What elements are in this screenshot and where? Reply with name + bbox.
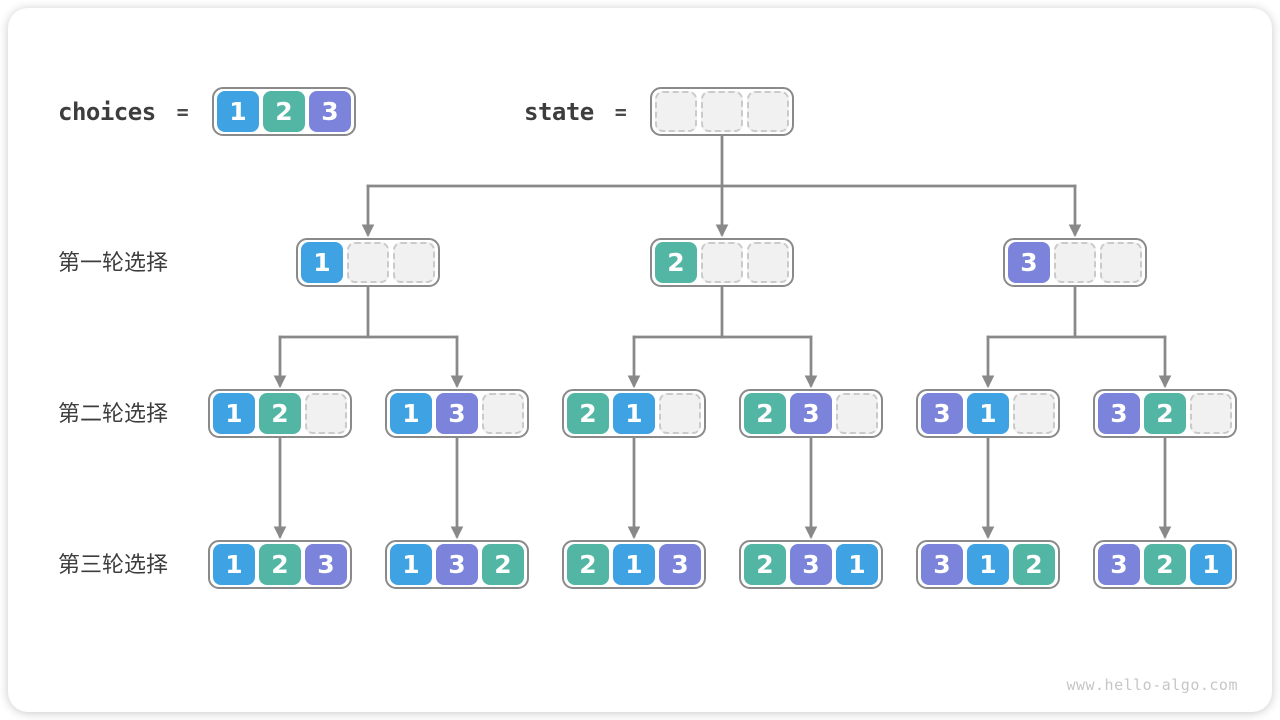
array-cell: 1 [967,393,1009,434]
array-cell [482,393,524,434]
round3-row-label: 第三轮选择 [58,552,169,577]
array-cell: 3 [1008,242,1050,283]
node-r2-4: 2 3 [739,389,883,438]
choices-array: 1 2 3 [212,87,356,136]
array-cell: 3 [436,544,478,585]
array-cell [1190,393,1232,434]
array-cell: 1 [836,544,878,585]
array-cell [393,242,435,283]
equals-sign: = [614,99,627,124]
array-cell: 3 [659,544,701,585]
array-cell: 1 [613,544,655,585]
array-cell: 1 [213,544,255,585]
array-cell: 3 [921,393,963,434]
array-cell [659,393,701,434]
node-r2-6: 3 2 [1093,389,1237,438]
array-cell: 3 [305,544,347,585]
array-cell: 1 [217,91,259,132]
array-cell: 3 [309,91,351,132]
array-cell: 2 [1144,544,1186,585]
node-r2-2: 1 3 [385,389,529,438]
array-cell: 2 [744,544,786,585]
array-cell [305,393,347,434]
node-r3-2: 1 3 2 [385,540,529,589]
array-cell [836,393,878,434]
array-cell [701,242,743,283]
state-legend: state = [524,87,627,136]
array-cell [747,242,789,283]
array-cell: 2 [744,393,786,434]
array-cell: 3 [790,544,832,585]
node-r3-5: 3 1 2 [916,540,1060,589]
array-cell: 2 [567,544,609,585]
array-cell: 2 [259,393,301,434]
state-array [650,87,794,136]
array-cell [1013,393,1055,434]
node-r3-3: 2 1 3 [562,540,706,589]
node-r1-3: 3 [1003,238,1147,287]
array-cell [747,91,789,132]
array-cell: 1 [390,544,432,585]
array-cell: 2 [655,242,697,283]
node-r1-2: 2 [650,238,794,287]
array-cell: 1 [213,393,255,434]
array-cell: 3 [436,393,478,434]
array-cell: 1 [967,544,1009,585]
array-cell: 2 [482,544,524,585]
choices-legend: choices = [58,87,189,136]
array-cell: 2 [263,91,305,132]
array-cell: 3 [921,544,963,585]
array-cell: 2 [1013,544,1055,585]
array-cell: 1 [613,393,655,434]
node-r2-3: 2 1 [562,389,706,438]
array-cell: 2 [567,393,609,434]
array-cell [1100,242,1142,283]
node-r2-5: 3 1 [916,389,1060,438]
equals-sign: = [176,99,189,124]
array-cell: 1 [390,393,432,434]
array-cell: 1 [301,242,343,283]
website-watermark: www.hello-algo.com [1066,676,1238,694]
node-r1-1: 1 [296,238,440,287]
node-r2-1: 1 2 [208,389,352,438]
array-cell [655,91,697,132]
node-r3-4: 2 3 1 [739,540,883,589]
array-cell [1054,242,1096,283]
choices-label: choices [58,97,156,126]
array-cell: 3 [1098,393,1140,434]
round1-row-label: 第一轮选择 [58,250,169,275]
round2-row-label: 第二轮选择 [58,401,169,426]
state-label: state [524,97,594,126]
array-cell: 3 [1098,544,1140,585]
node-r3-1: 1 2 3 [208,540,352,589]
array-cell [347,242,389,283]
array-cell: 1 [1190,544,1232,585]
array-cell: 2 [259,544,301,585]
array-cell: 3 [790,393,832,434]
array-cell: 2 [1144,393,1186,434]
array-cell [701,91,743,132]
node-r3-6: 3 2 1 [1093,540,1237,589]
